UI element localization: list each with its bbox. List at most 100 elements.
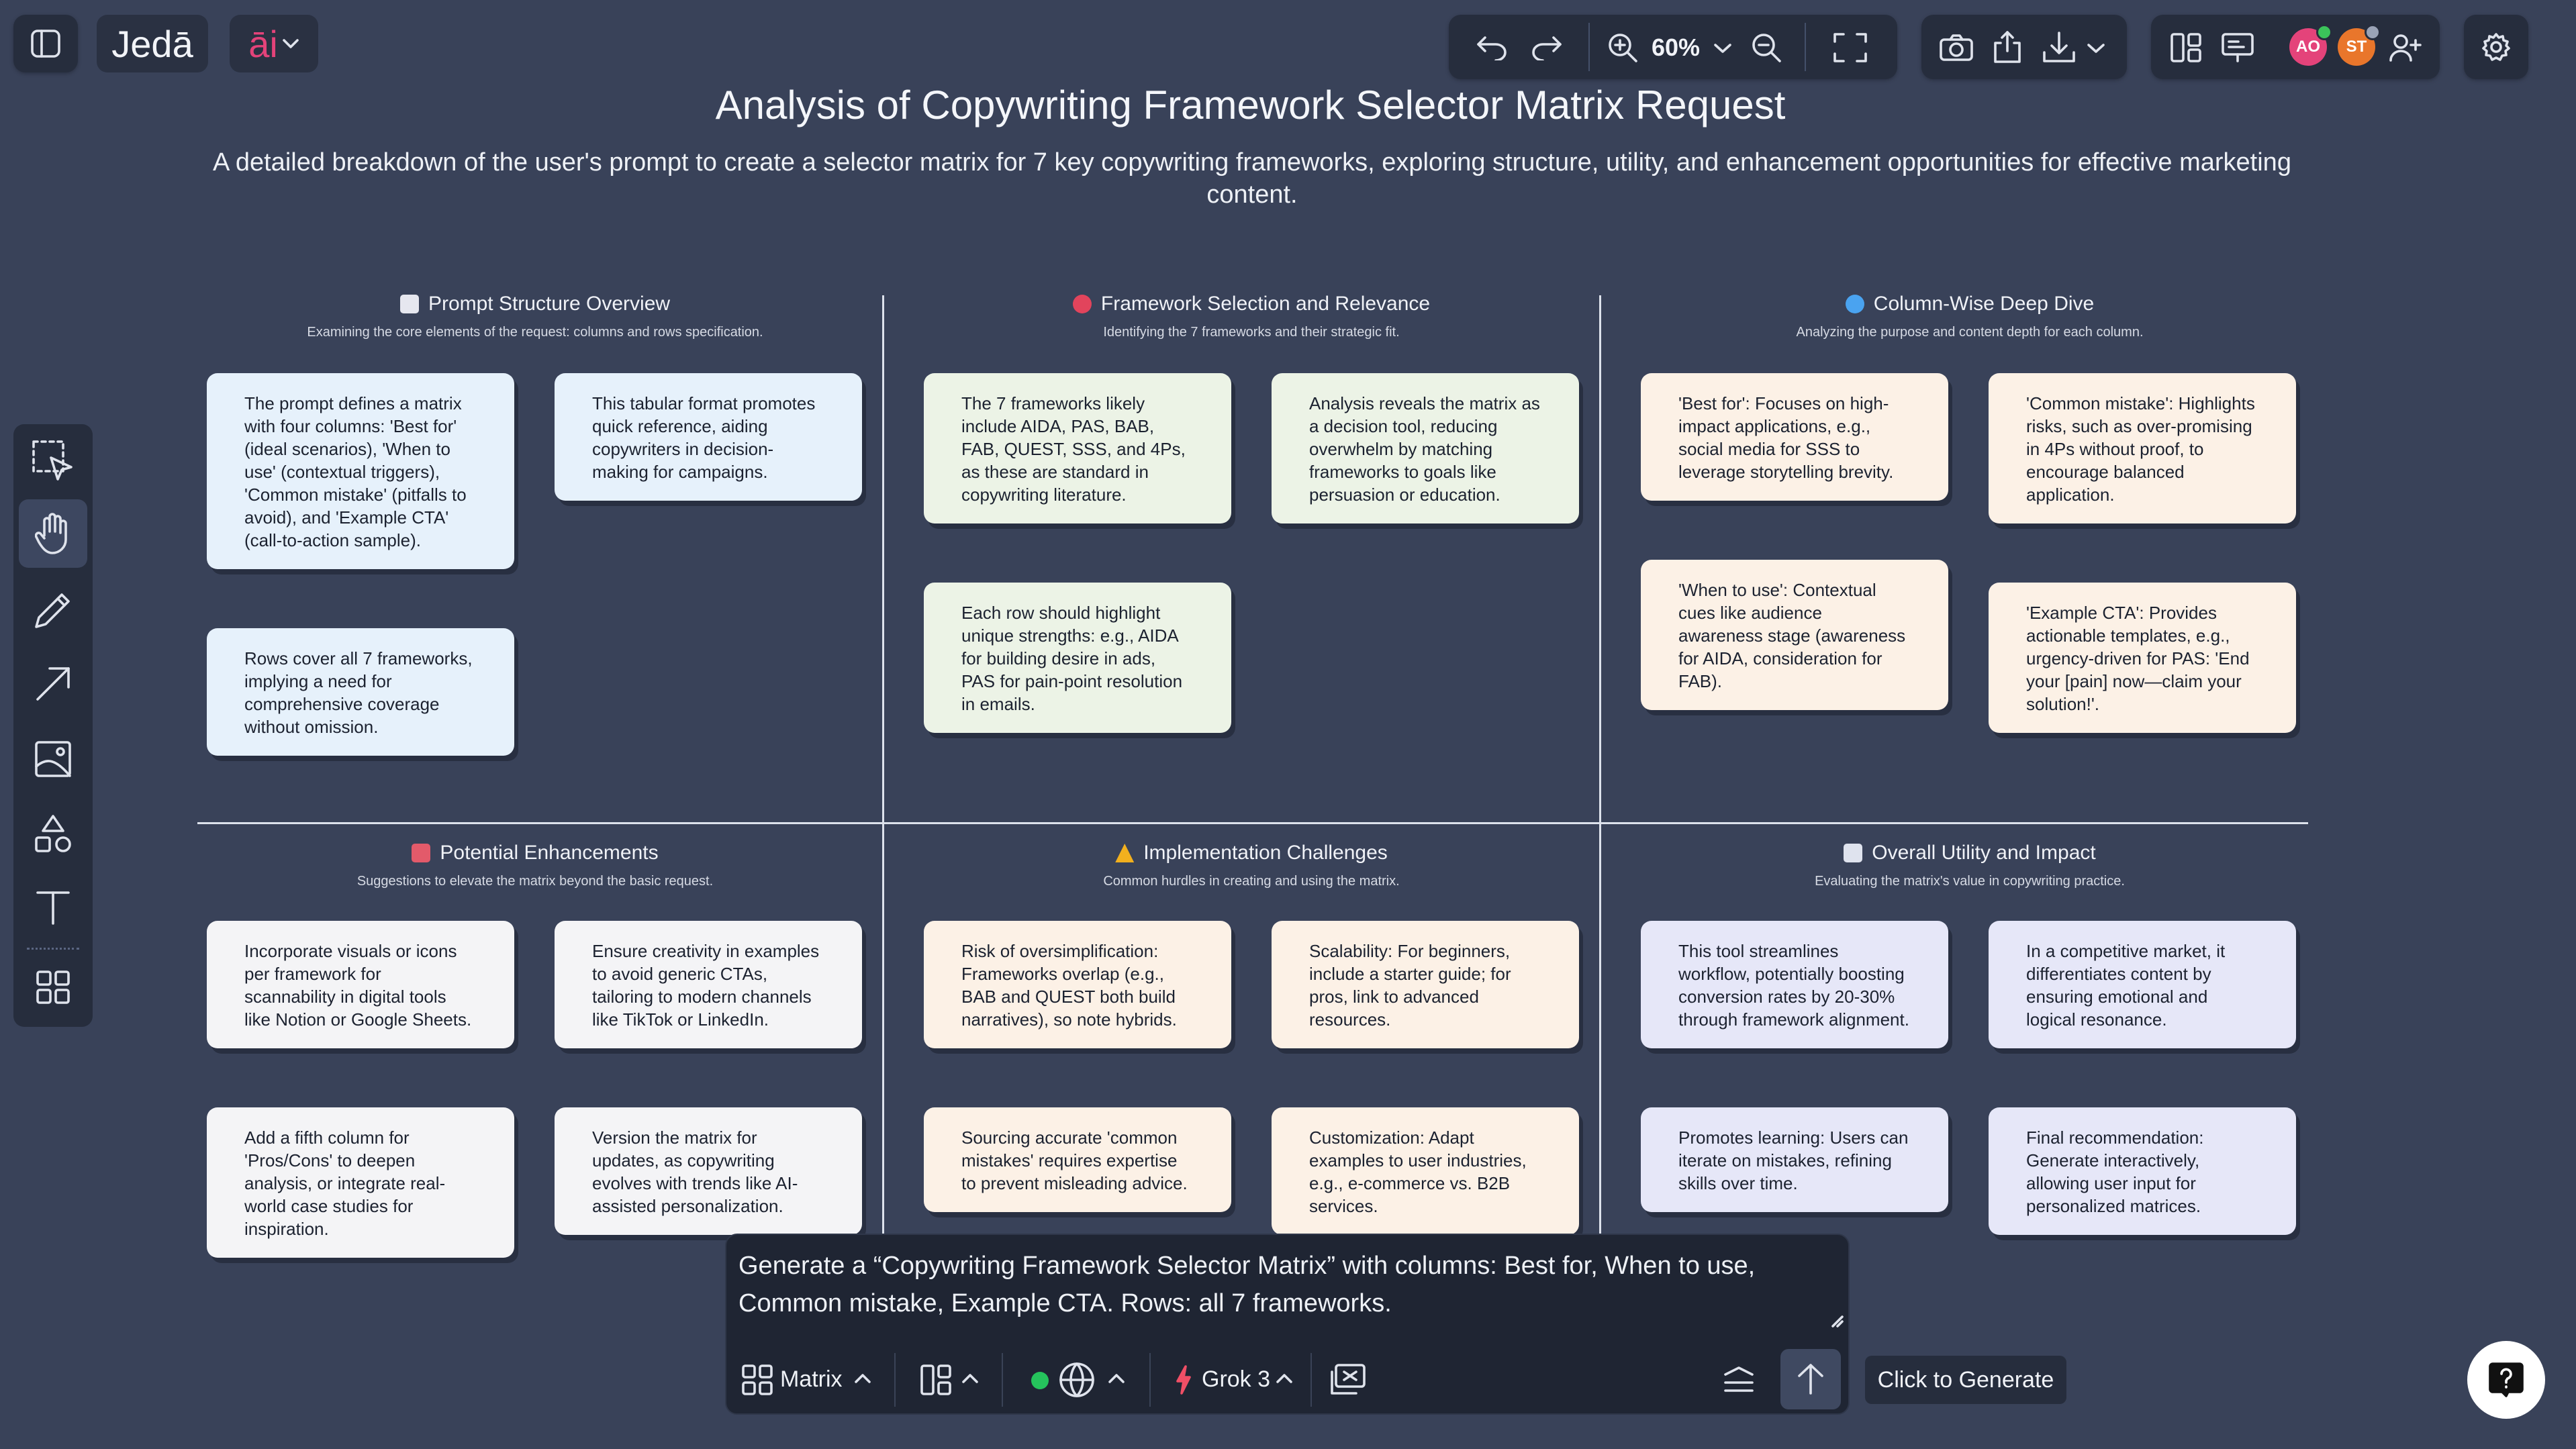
- note-card[interactable]: 'Common mistake': Highlights risks, such…: [1989, 373, 2296, 523]
- chevron-up-icon[interactable]: [854, 1373, 871, 1384]
- note-card[interactable]: In a competitive market, it differentiat…: [1989, 921, 2296, 1048]
- section-subtitle: Common hurdles in creating and using the…: [1103, 874, 1400, 889]
- bolt-icon: [1175, 1365, 1192, 1395]
- stack-icon[interactable]: [1723, 1365, 1755, 1395]
- export-toolbar: [1921, 15, 2127, 79]
- layout-icon[interactable]: [2170, 32, 2202, 63]
- divider: [894, 1353, 896, 1407]
- zoom-out-icon[interactable]: [1751, 32, 1782, 63]
- section-subtitle: Evaluating the matrix's value in copywri…: [1815, 874, 2125, 889]
- page-title: Analysis of Copywriting Framework Select…: [715, 83, 1786, 128]
- note-card[interactable]: Version the matrix for updates, as copyw…: [555, 1107, 862, 1235]
- note-card[interactable]: Customization: Adapt examples to user in…: [1272, 1107, 1579, 1235]
- arrow-up-icon: [1797, 1362, 1825, 1396]
- arrow-tool-icon[interactable]: [34, 664, 73, 703]
- matrix-mode-icon[interactable]: [741, 1364, 773, 1396]
- tool-palette: [13, 424, 93, 1027]
- page-subtitle: A detailed breakdown of the user's promp…: [213, 148, 2291, 209]
- note-card[interactable]: Rows cover all 7 frameworks, implying a …: [207, 628, 514, 756]
- chevron-up-icon[interactable]: [1108, 1373, 1125, 1384]
- camera-icon[interactable]: [1939, 34, 1974, 62]
- section-title: Column-Wise Deep Dive: [1873, 293, 2095, 315]
- rocket-icon: [412, 844, 431, 862]
- section-header: Prompt Structure Overview Examining the …: [199, 293, 871, 340]
- zoom-level[interactable]: 60%: [1652, 34, 1701, 61]
- help-button[interactable]: [2467, 1341, 2545, 1419]
- grid-divider: [882, 295, 884, 1235]
- undo-icon[interactable]: [1476, 34, 1508, 60]
- magnifier-icon: [1845, 295, 1864, 313]
- shapes-icon[interactable]: [34, 813, 73, 854]
- note-card[interactable]: Analysis reveals the matrix as a decisio…: [1272, 373, 1579, 523]
- section-subtitle: Analyzing the purpose and content depth …: [1796, 325, 2144, 340]
- brand-logo[interactable]: Jedā: [97, 15, 208, 72]
- note-card[interactable]: Add a fifth column for 'Pros/Cons' to de…: [207, 1107, 514, 1258]
- section-title: Framework Selection and Relevance: [1100, 293, 1431, 315]
- settings-button[interactable]: [2464, 15, 2528, 79]
- chevron-down-icon[interactable]: [2087, 43, 2105, 54]
- help-icon: [2489, 1362, 2524, 1397]
- chevron-up-icon[interactable]: [1276, 1373, 1293, 1384]
- note-card[interactable]: The prompt defines a matrix with four co…: [207, 373, 514, 569]
- note-card[interactable]: Final recommendation: Generate interacti…: [1989, 1107, 2296, 1235]
- divider: [1002, 1353, 1003, 1407]
- generate-button[interactable]: [1780, 1349, 1841, 1409]
- online-status-dot: [1031, 1372, 1049, 1389]
- note-card[interactable]: 'Example CTA': Provides actionable templ…: [1989, 583, 2296, 733]
- prompt-input[interactable]: Generate a “Copywriting Framework Select…: [738, 1252, 1756, 1317]
- redo-icon[interactable]: [1531, 34, 1563, 60]
- presentation-icon[interactable]: [2221, 32, 2254, 63]
- chevron-down-icon: [282, 38, 299, 49]
- chevron-up-icon[interactable]: [961, 1373, 979, 1384]
- divider: [1310, 1353, 1312, 1407]
- add-user-icon[interactable]: [2389, 34, 2422, 62]
- panel-icon: [31, 30, 60, 58]
- avatar[interactable]: AO: [2289, 28, 2327, 66]
- section-header: Framework Selection and Relevance Identi…: [916, 293, 1587, 340]
- divider: [1805, 23, 1806, 71]
- note-card[interactable]: 'When to use': Contextual cues like audi…: [1641, 560, 1948, 710]
- note-card[interactable]: Scalability: For beginners, include a st…: [1272, 921, 1579, 1048]
- note-card[interactable]: Sourcing accurate 'common mistakes' requ…: [924, 1107, 1231, 1212]
- note-card[interactable]: Incorporate visuals or icons per framewo…: [207, 921, 514, 1048]
- clipboard-icon: [399, 295, 419, 313]
- section-subtitle: Examining the core elements of the reque…: [307, 325, 763, 340]
- hand-tool-icon[interactable]: [35, 513, 73, 554]
- note-card[interactable]: The 7 frameworks likely include AIDA, PA…: [924, 373, 1231, 523]
- download-icon[interactable]: [2042, 31, 2076, 63]
- ai-menu-button[interactable]: āi: [230, 15, 318, 72]
- mode-label[interactable]: Matrix: [780, 1366, 843, 1392]
- hand-tool-active-bg: [19, 499, 87, 568]
- grid-divider: [1599, 295, 1601, 1235]
- resize-handle-icon[interactable]: [1831, 1315, 1844, 1328]
- text-tool-icon[interactable]: [35, 889, 71, 926]
- gear-icon: [2481, 32, 2511, 62]
- note-card[interactable]: Promotes learning: Users can iterate on …: [1641, 1107, 1948, 1212]
- note-card[interactable]: Risk of oversimplification: Frameworks o…: [924, 921, 1231, 1048]
- note-card[interactable]: Ensure creativity in examples to avoid g…: [555, 921, 862, 1048]
- note-card[interactable]: 'Best for': Focuses on high-impact appli…: [1641, 373, 1948, 501]
- pencil-icon[interactable]: [34, 591, 73, 630]
- model-label[interactable]: Grok 3: [1202, 1366, 1271, 1392]
- select-tool-icon[interactable]: [31, 439, 75, 483]
- divider: [1588, 23, 1590, 71]
- note-card[interactable]: This tool streamlines workflow, potentia…: [1641, 921, 1948, 1048]
- zoom-in-icon[interactable]: [1607, 32, 1638, 63]
- grid-icon[interactable]: [35, 969, 71, 1005]
- section-subtitle: Suggestions to elevate the matrix beyond…: [356, 874, 714, 889]
- chart-icon: [1844, 844, 1863, 862]
- chat-icon[interactable]: [1329, 1362, 1367, 1397]
- note-card[interactable]: Each row should highlight unique strengt…: [924, 583, 1231, 733]
- chevron-down-icon[interactable]: [1713, 43, 1732, 54]
- image-tool-icon[interactable]: [34, 740, 73, 779]
- sidebar-toggle-button[interactable]: [13, 15, 78, 72]
- layout-select-icon[interactable]: [920, 1364, 952, 1396]
- section-title: Implementation Challenges: [1143, 842, 1388, 864]
- grid-divider: [197, 822, 2308, 824]
- fullscreen-icon[interactable]: [1833, 32, 1868, 63]
- share-icon[interactable]: [1993, 30, 2022, 64]
- warning-icon: [1115, 844, 1135, 862]
- globe-icon[interactable]: [1058, 1361, 1096, 1399]
- view-collab-toolbar: AO ST: [2151, 15, 2440, 79]
- note-card[interactable]: This tabular format promotes quick refer…: [555, 373, 862, 501]
